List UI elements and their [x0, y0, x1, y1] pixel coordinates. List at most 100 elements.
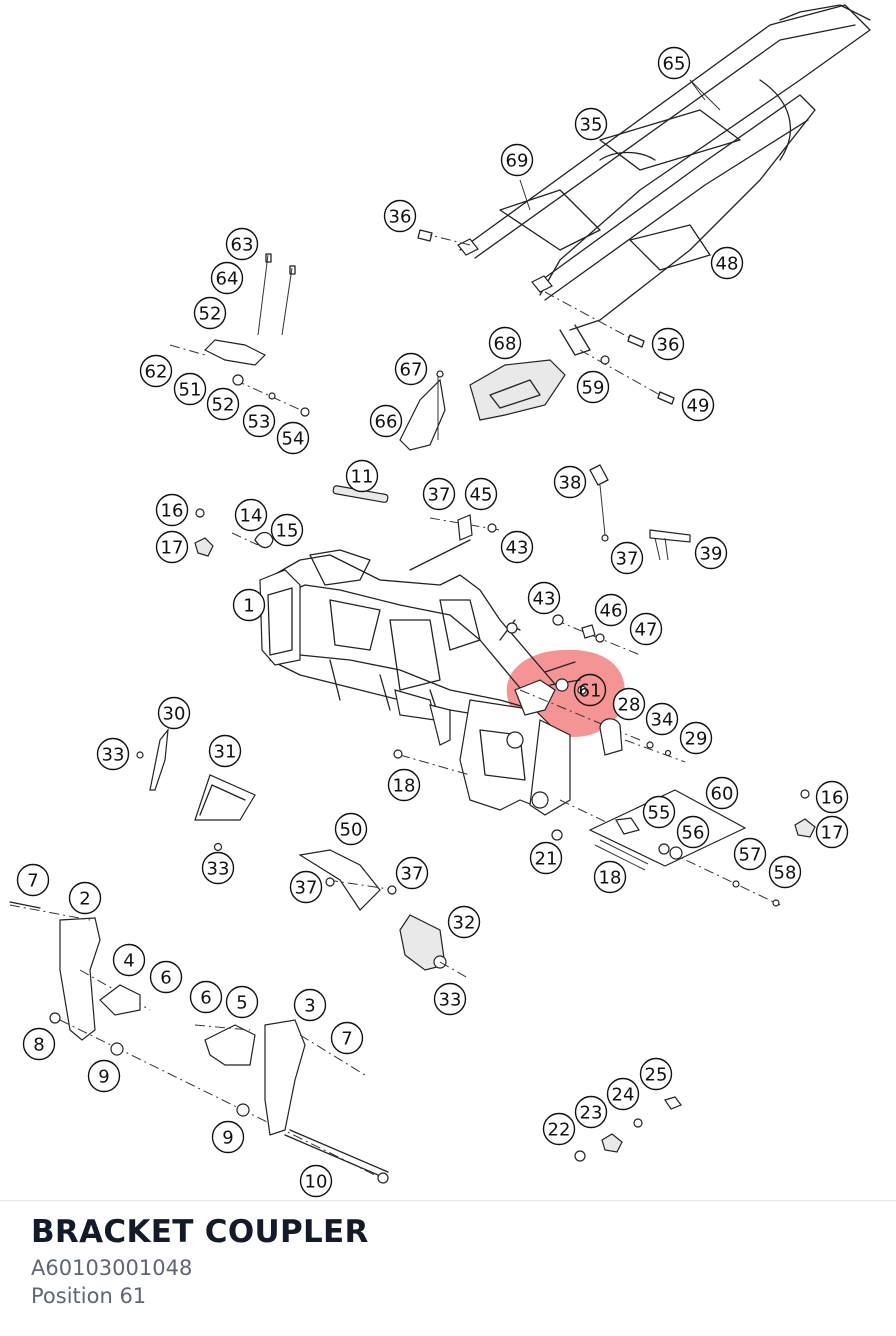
callout-number: 8	[33, 1035, 44, 1056]
callout-circle	[815, 780, 849, 814]
callout-36[interactable]: 36	[651, 327, 685, 361]
callout-number: 48	[716, 254, 739, 275]
callout-number: 43	[533, 589, 556, 610]
callout-number: 63	[231, 235, 254, 256]
callout-22[interactable]: 22	[542, 1112, 576, 1146]
callout-number: 39	[700, 544, 723, 565]
callout-47[interactable]: 47	[629, 612, 663, 646]
callout-63[interactable]: 63	[225, 227, 259, 261]
callout-6[interactable]: 6	[149, 960, 183, 994]
callout-67[interactable]: 67	[394, 352, 428, 386]
callout-9[interactable]: 9	[87, 1059, 121, 1093]
callout-52[interactable]: 52	[206, 387, 240, 421]
callout-58[interactable]: 58	[768, 855, 802, 889]
callout-48[interactable]: 48	[710, 246, 744, 280]
callout-24[interactable]: 24	[606, 1077, 640, 1111]
callout-number: 32	[453, 913, 476, 934]
callout-2[interactable]: 2	[68, 881, 102, 915]
callout-46[interactable]: 46	[594, 593, 628, 627]
callout-number: 36	[657, 335, 680, 356]
callout-number: 25	[645, 1065, 668, 1086]
callout-45[interactable]: 45	[464, 477, 498, 511]
callout-circle	[733, 837, 767, 871]
callout-52[interactable]: 52	[193, 296, 227, 330]
callout-38[interactable]: 38	[553, 465, 587, 499]
callout-8[interactable]: 8	[22, 1027, 56, 1061]
callout-62[interactable]: 62	[139, 354, 173, 388]
callout-14[interactable]: 14	[234, 498, 268, 532]
callout-59[interactable]: 59	[576, 370, 610, 404]
callout-68[interactable]: 68	[488, 326, 522, 360]
callout-31[interactable]: 31	[208, 734, 242, 768]
callout-7[interactable]: 7	[16, 863, 50, 897]
callout-15[interactable]: 15	[270, 513, 304, 547]
callout-64[interactable]: 64	[210, 261, 244, 295]
callout-number: 67	[400, 360, 423, 381]
callout-66[interactable]: 66	[369, 404, 403, 438]
callout-circle	[149, 960, 183, 994]
callout-17[interactable]: 17	[815, 815, 849, 849]
callout-number: 37	[295, 878, 318, 899]
callout-1[interactable]: 1	[232, 588, 266, 622]
callout-34[interactable]: 34	[645, 702, 679, 736]
callout-55[interactable]: 55	[642, 795, 676, 829]
callout-50[interactable]: 50	[334, 812, 368, 846]
callout-circle	[610, 541, 644, 575]
callout-circle	[383, 199, 417, 233]
callout-37[interactable]: 37	[422, 477, 456, 511]
callout-number: 37	[616, 549, 639, 570]
callout-10[interactable]: 10	[299, 1164, 333, 1198]
callout-37[interactable]: 37	[289, 870, 323, 904]
callout-37[interactable]: 37	[610, 541, 644, 575]
callout-33[interactable]: 33	[96, 737, 130, 771]
callout-53[interactable]: 53	[242, 404, 276, 438]
callout-28[interactable]: 28	[612, 687, 646, 721]
callout-11[interactable]: 11	[345, 459, 379, 493]
callout-21[interactable]: 21	[529, 841, 563, 875]
callout-56[interactable]: 56	[676, 815, 710, 849]
callout-circle	[395, 856, 429, 890]
callout-circle	[594, 593, 628, 627]
callout-36[interactable]: 36	[383, 199, 417, 233]
callout-30[interactable]: 30	[157, 696, 191, 730]
bracket-50	[298, 849, 397, 911]
callout-37[interactable]: 37	[395, 856, 429, 890]
callout-number: 1	[243, 596, 254, 617]
callout-32[interactable]: 32	[447, 905, 481, 939]
callout-9[interactable]: 9	[211, 1120, 245, 1154]
callout-35[interactable]: 35	[574, 107, 608, 141]
callout-6[interactable]: 6	[189, 980, 223, 1014]
callout-number: 9	[98, 1067, 109, 1088]
callout-23[interactable]: 23	[574, 1095, 608, 1129]
callout-49[interactable]: 49	[681, 388, 715, 422]
callout-69[interactable]: 69	[500, 143, 534, 177]
callout-33[interactable]: 33	[201, 851, 235, 885]
callout-16[interactable]: 16	[815, 780, 849, 814]
callout-number: 2	[79, 889, 90, 910]
callout-18[interactable]: 18	[593, 860, 627, 894]
callout-57[interactable]: 57	[733, 837, 767, 871]
callout-60[interactable]: 60	[705, 776, 739, 810]
callout-51[interactable]: 51	[173, 372, 207, 406]
callout-number: 28	[618, 695, 641, 716]
callout-17[interactable]: 17	[155, 530, 189, 564]
callout-number: 46	[600, 601, 623, 622]
callout-4[interactable]: 4	[112, 943, 146, 977]
callout-3[interactable]: 3	[293, 988, 327, 1022]
callout-18[interactable]: 18	[387, 768, 421, 802]
callout-43[interactable]: 43	[500, 530, 534, 564]
callout-5[interactable]: 5	[225, 985, 259, 1019]
callout-29[interactable]: 29	[679, 721, 713, 755]
callout-7[interactable]: 7	[330, 1021, 364, 1055]
callout-circle	[242, 404, 276, 438]
callout-circle	[299, 1164, 333, 1198]
callout-43[interactable]: 43	[527, 581, 561, 615]
callout-25[interactable]: 25	[639, 1057, 673, 1091]
callout-61[interactable]: 61	[573, 673, 607, 707]
bracket-66	[399, 370, 446, 451]
callout-39[interactable]: 39	[694, 536, 728, 570]
callout-65[interactable]: 65	[657, 46, 691, 80]
callout-16[interactable]: 16	[155, 493, 189, 527]
callout-33[interactable]: 33	[433, 982, 467, 1016]
callout-54[interactable]: 54	[276, 421, 310, 455]
